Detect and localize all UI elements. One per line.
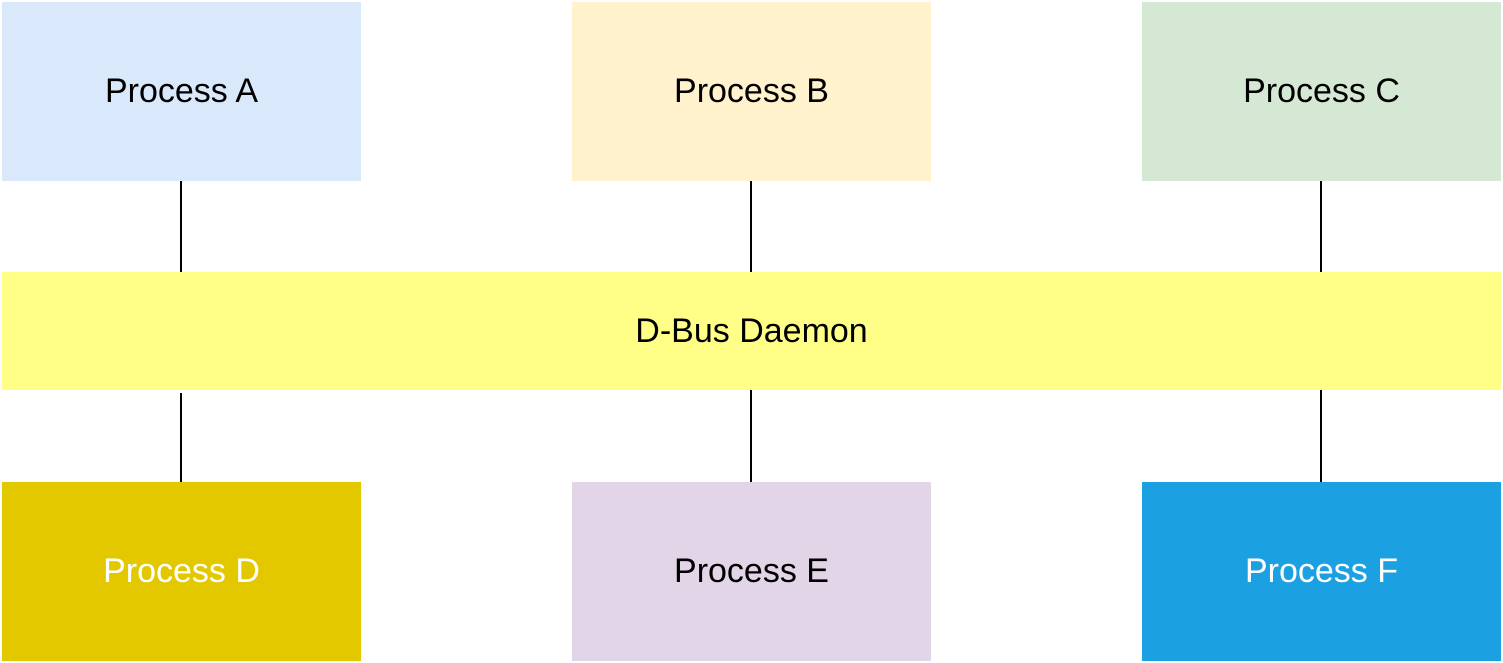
connector-c-bus: [1320, 181, 1322, 272]
connector-bus-d: [180, 393, 182, 482]
process-a-node: Process A: [2, 2, 361, 181]
process-c-node: Process C: [1142, 2, 1501, 181]
process-c-label: Process C: [1243, 72, 1400, 110]
process-e-label: Process E: [674, 552, 829, 590]
process-d-label: Process D: [103, 552, 260, 590]
process-d-node: Process D: [2, 482, 361, 661]
process-f-node: Process F: [1142, 482, 1501, 661]
dbus-daemon-label: D-Bus Daemon: [635, 311, 868, 350]
process-b-node: Process B: [572, 2, 931, 181]
process-b-label: Process B: [674, 72, 829, 110]
process-e-node: Process E: [572, 482, 931, 661]
dbus-daemon-node: D-Bus Daemon: [2, 272, 1501, 390]
connector-b-bus: [750, 181, 752, 272]
connector-a-bus: [180, 181, 182, 272]
connector-bus-e: [750, 390, 752, 482]
process-a-label: Process A: [104, 72, 259, 110]
connector-bus-f: [1320, 390, 1322, 482]
process-f-label: Process F: [1244, 552, 1399, 590]
